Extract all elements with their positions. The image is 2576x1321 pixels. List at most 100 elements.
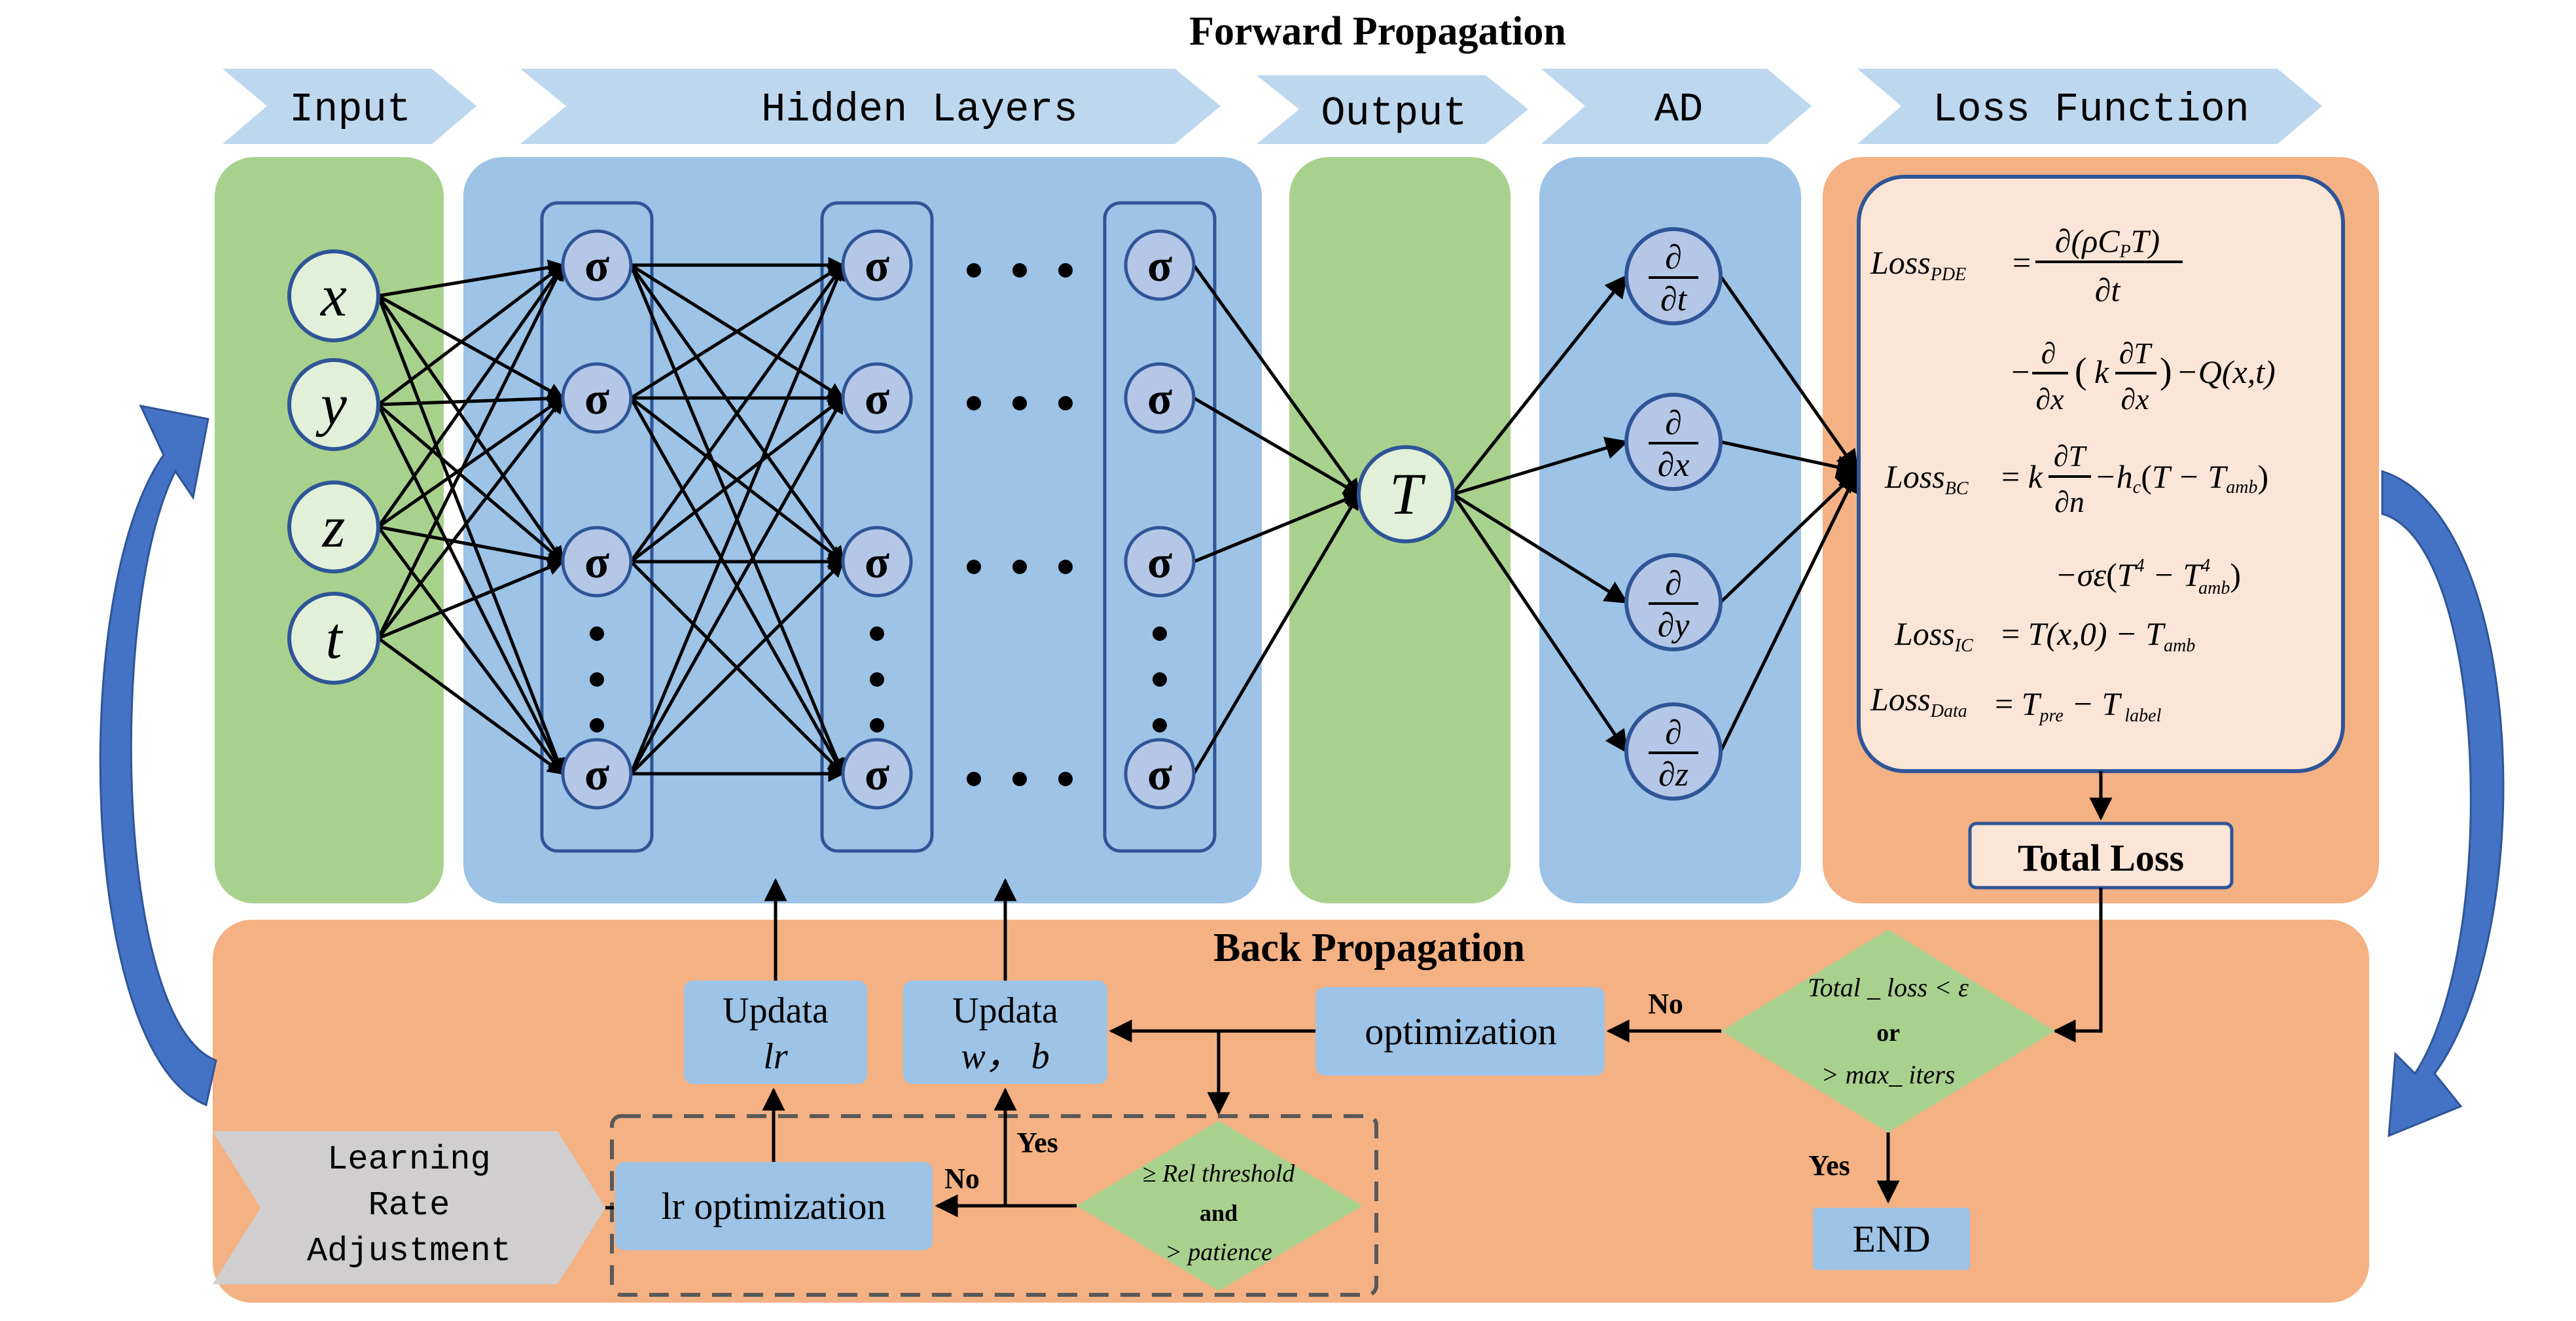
input-node-label: y [315,372,347,437]
update-lr-box [684,981,867,1084]
loss-pde-line2-num2: ∂T [2119,336,2153,370]
input-node-z: z [287,480,380,573]
loss-bc-eq: = k [2001,458,2043,495]
hidden-layer-n-outline [1103,201,1217,853]
output-stage-label: Output [1321,90,1467,137]
lr-adjust-line1: Learning [327,1140,491,1179]
hidden-layers-chevron [520,69,1221,144]
loss-pde-line2-q: ) [2160,351,2172,391]
stop-condition-line3: > max_ iters [1821,1060,1956,1089]
connection [1451,493,1628,753]
neuron-sigma: σ [1147,750,1172,800]
ad-node-numerator: ∂ [1665,714,1682,751]
neuron: σ [841,738,913,810]
connection [1719,275,1859,473]
loss-pde-line2-qq: −Q(x,t) [2176,353,2276,390]
back-propagation-title: Back Propagation [1213,926,1525,970]
neuron-sigma: σ [584,374,609,424]
vertical-dot [870,626,884,641]
hidden-layers-stage-label: Hidden Layers [761,86,1078,133]
ellipsis-dots [590,263,1167,786]
right-return-arc [2381,469,2505,1138]
connection [378,259,565,298]
output-node: T [1357,445,1455,543]
connection [630,397,844,563]
connection [1720,440,1860,479]
horizontal-dot [1058,396,1073,410]
plateau-line3: > patience [1165,1239,1272,1266]
ad-node-numerator: ∂ [1665,565,1682,602]
connection [1719,469,1859,753]
ad-stage-label: AD [1655,86,1703,133]
connection [1719,469,1859,604]
lr-adjust-line3: Adjustment [307,1232,511,1271]
connection [376,263,565,640]
input-node-label: z [321,495,345,560]
no-label-2: No [944,1163,980,1195]
ad-nodes: ∂∂t∂∂x∂∂y∂∂z [1624,227,1723,801]
connection [377,396,565,529]
total-to-condition-arrow [2052,888,2103,1043]
connection [1192,396,1361,496]
connection [629,396,845,775]
loss-equations: LossPDE = ∂(ρCPT) ∂t − ∂ ∂x ( k ∂T ∂x ) … [1870,223,2276,726]
connection [378,390,565,407]
neuron-sigma: σ [1147,537,1172,588]
neuron: σ [561,526,633,598]
forward-propagation-title: Forward Propagation [1189,9,1566,54]
hidden-layer-2-outline [820,201,934,853]
plateau-condition-diamond [1077,1121,1363,1291]
plateau-line1: ≥ Rel threshold [1143,1160,1296,1187]
connection [1192,492,1361,775]
stage-header-row: Input Hidden Layers Output AD Loss Funct… [223,69,2322,144]
output-node-label: T [1389,462,1426,527]
vertical-dot [870,672,884,687]
output-chevron [1257,75,1528,144]
ad-node-numerator: ∂ [1665,239,1682,276]
lr-optimization-box [615,1162,933,1250]
connection [629,263,845,774]
horizontal-dot [1058,560,1073,574]
connection [1452,492,1628,604]
stop-condition-diamond [1721,930,2055,1132]
input-node-label: t [325,606,343,671]
no-label-1: No [1648,988,1683,1020]
update-lr-line2: lr [763,1036,788,1077]
connection [630,263,845,400]
horizontal-dot [1012,772,1027,786]
ad-node-denominator: ∂z [1658,756,1689,793]
vertical-dot [1153,626,1167,641]
update-wb-line2: w， b [961,1036,1049,1077]
end-label: END [1852,1218,1930,1260]
connection [630,560,844,775]
optimization-label: optimization [1365,1010,1556,1053]
vertical-dot [1153,672,1167,687]
horizontal-dot [967,560,981,574]
loss-pde-label: LossPDE [1870,244,1966,285]
neuron-sigma: σ [584,750,609,800]
loss-data-label: LossData [1870,681,1967,721]
left-return-arc [99,404,217,1107]
loss-pde-line2-kk: k [2094,353,2109,390]
connection [1452,437,1629,496]
loss-bc-den: ∂n [2054,485,2084,518]
loss-bc-rest: −hc(T − Tamb) [2094,458,2268,498]
ad-node-numerator: ∂ [1665,405,1682,442]
connection [376,295,565,776]
input-node-label: x [319,264,347,329]
update-lr-line1: Updata [723,990,829,1031]
network-connections [376,257,1860,782]
connection [376,526,565,776]
loss-pde-line2-k: ( [2075,351,2087,391]
input-stage-label: Input [289,86,411,133]
neuron-sigma: σ [865,750,889,800]
connection [629,263,845,563]
connection [377,397,564,640]
yes-label-2: Yes [1016,1127,1058,1159]
loss-function-stage-label: Loss Function [1933,86,2249,133]
update-wb-line1: Updata [952,990,1058,1031]
input-node-x: x [287,249,380,342]
